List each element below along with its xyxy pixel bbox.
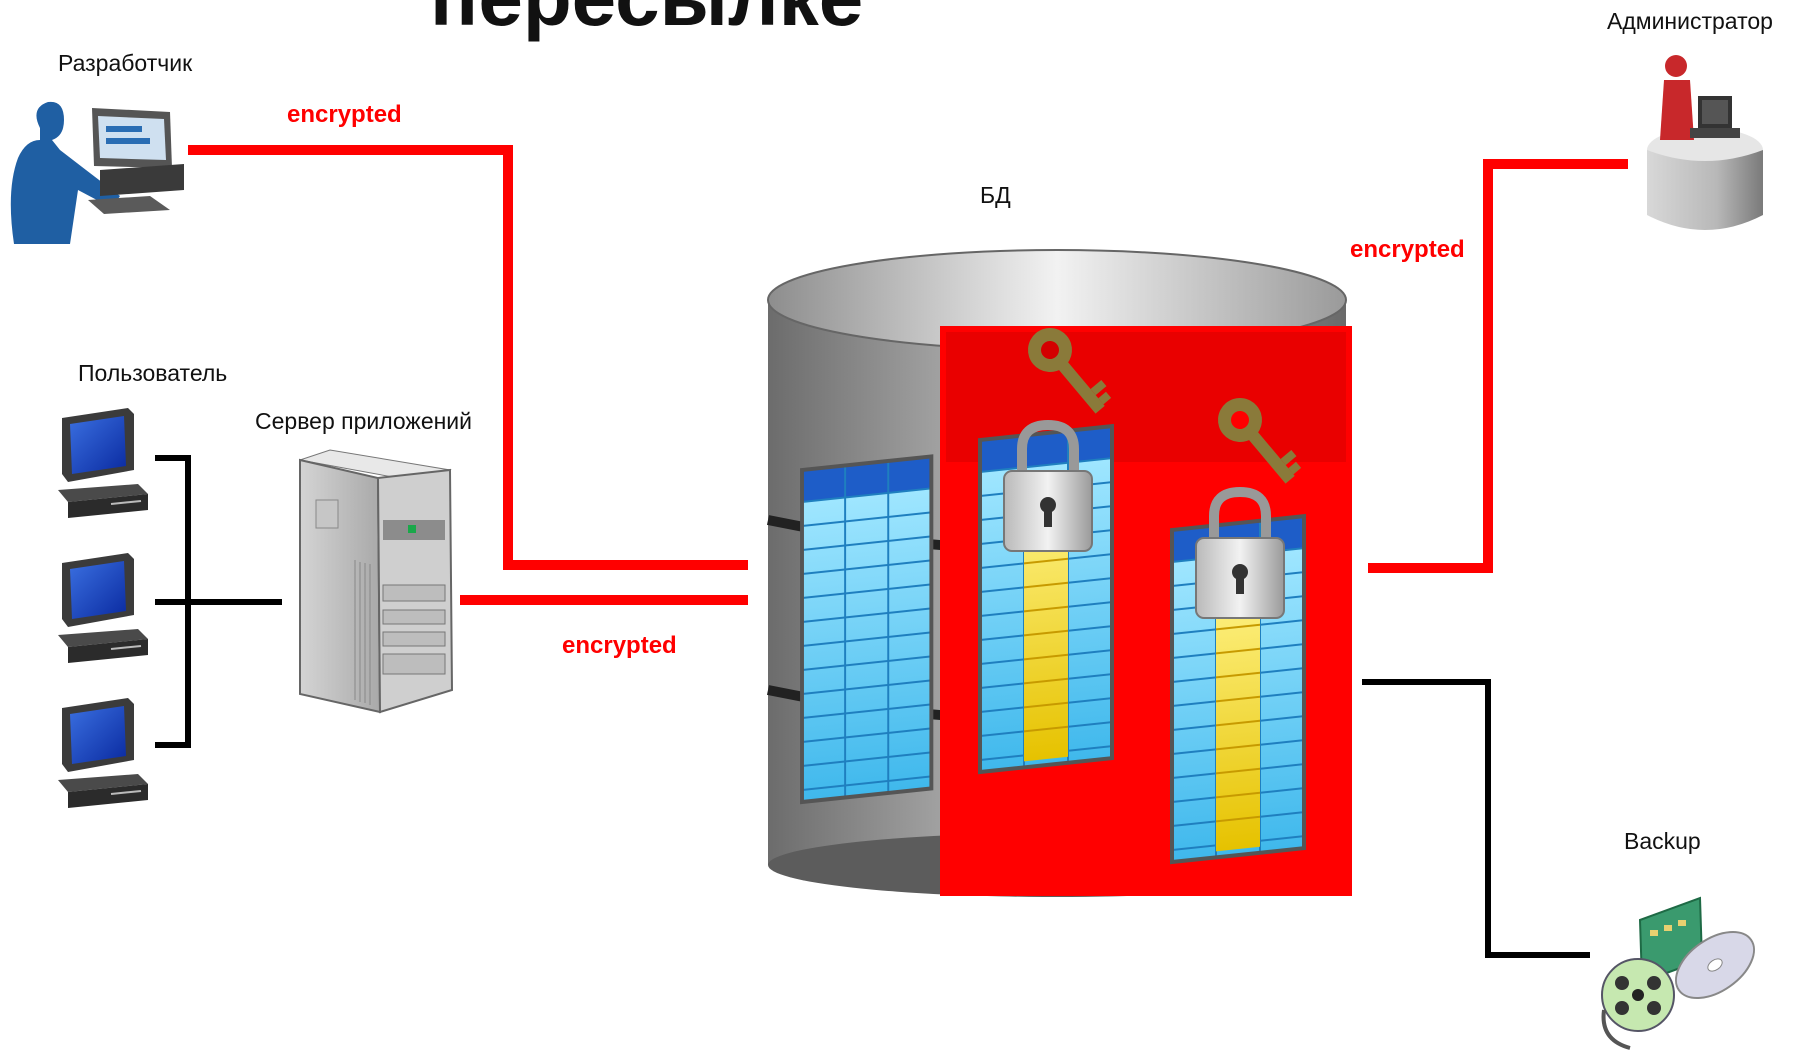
backup-label: Backup xyxy=(1624,828,1701,854)
backup-media-icon xyxy=(1601,896,1756,1050)
developer-label: Разработчик xyxy=(58,50,193,76)
padlock-icon xyxy=(1003,419,1093,552)
app-server-label: Сервер приложений xyxy=(255,408,473,434)
encrypted-table-2 xyxy=(1172,516,1304,862)
administrator-link-label: encrypted xyxy=(1350,236,1465,263)
connection-db-administrator xyxy=(1368,159,1628,573)
key-icon xyxy=(1028,328,1112,414)
database-label: БД xyxy=(980,182,1011,208)
user-computer-icon xyxy=(57,407,149,519)
connection-db-backup xyxy=(1362,679,1590,958)
developer-link-label: encrypted xyxy=(287,101,402,128)
application-server-icon xyxy=(299,449,454,714)
key-icon xyxy=(1218,398,1302,484)
connection-developer-db xyxy=(188,145,748,570)
data-table-icon xyxy=(802,456,931,802)
page-title: пересылке xyxy=(430,0,863,44)
padlock-icon xyxy=(1195,486,1285,619)
developer-workstation-icon xyxy=(10,101,184,245)
administrator-console-icon xyxy=(1647,55,1763,230)
user-computer-icon xyxy=(57,697,149,809)
administrator-label: Администратор xyxy=(1607,8,1773,34)
app-server-link-label: encrypted xyxy=(562,632,677,659)
user-label: Пользователь xyxy=(78,360,228,386)
encrypted-table-1 xyxy=(980,426,1112,772)
connection-users-appserver xyxy=(155,455,282,748)
user-computer-icon xyxy=(57,552,149,664)
